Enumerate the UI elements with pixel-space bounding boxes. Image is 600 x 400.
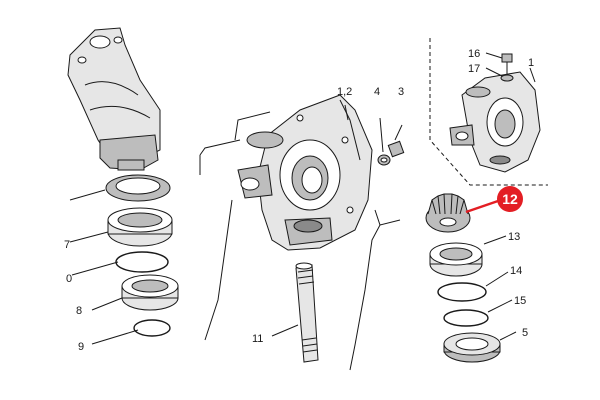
right-circlip-15 — [443, 309, 489, 327]
bevel-gear-12 — [425, 193, 471, 233]
label-part-14: 14 — [510, 265, 522, 277]
label-part-5: 5 — [522, 327, 528, 339]
right-ring-14 — [437, 282, 487, 302]
left-bearing-upper — [107, 207, 173, 247]
right-bearing-13 — [429, 242, 483, 277]
highlight-callout-12: 12 — [465, 186, 523, 214]
label-part-16: 16 — [468, 48, 480, 60]
label-part-3: 3 — [398, 86, 404, 98]
right-seal-5 — [443, 332, 501, 363]
left-seal-ring — [105, 174, 171, 202]
label-part-17: 17 — [468, 63, 480, 75]
nut-part-4 — [377, 117, 391, 166]
label-part-1-2: 1,2 — [337, 86, 352, 98]
label-part-7: 7 — [64, 239, 70, 251]
inset-detail — [429, 38, 548, 186]
left-bearing-lower — [121, 274, 179, 311]
drive-shaft — [295, 262, 319, 363]
callout-number: 12 — [502, 191, 518, 207]
label-part-15: 15 — [514, 295, 526, 307]
label-part-1-inset: 1 — [528, 57, 534, 69]
main-gear-housing — [237, 94, 373, 251]
bolt-part-3 — [387, 124, 405, 158]
label-part-9: 9 — [78, 341, 84, 353]
left-circlip-lower — [133, 319, 171, 337]
label-part-8: 8 — [76, 305, 82, 317]
label-part-11: 11 — [252, 333, 263, 345]
label-part-4: 4 — [374, 86, 380, 98]
label-part-10: 0 — [66, 273, 72, 285]
label-part-13: 13 — [508, 231, 520, 243]
left-circlip-upper — [115, 251, 169, 273]
upper-housing — [67, 27, 161, 171]
